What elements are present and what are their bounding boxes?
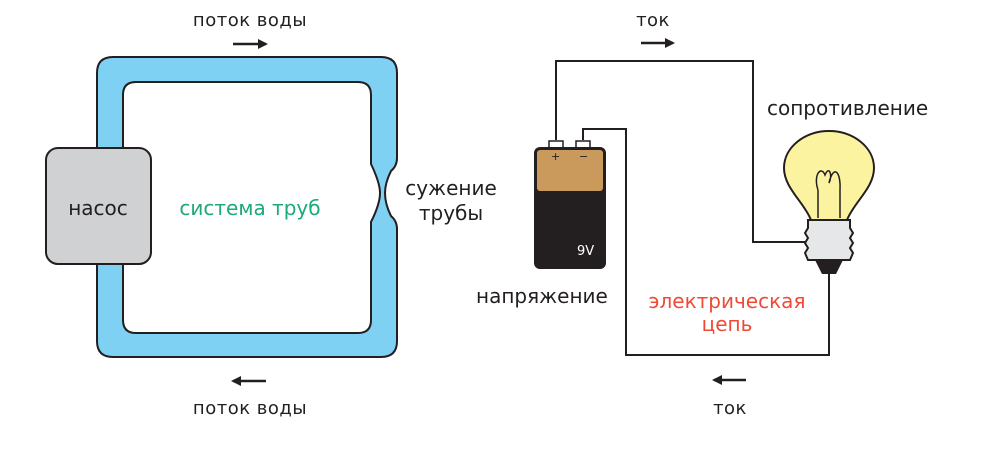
bulb-filament <box>815 170 841 218</box>
narrowing-label-line1: сужение <box>405 176 497 200</box>
circuit-label-line2: цепь <box>701 312 753 336</box>
narrowing-label-line2: трубы <box>418 201 484 225</box>
voltage-label: напряжение <box>476 284 608 308</box>
wire-plus <box>555 60 810 243</box>
battery-minus-sign: − <box>579 150 589 163</box>
battery <box>534 140 606 269</box>
battery-terminal-plus <box>548 140 564 149</box>
pipe-system-label: система труб <box>179 196 321 220</box>
bulb-base <box>803 219 855 261</box>
resistance-label: сопротивление <box>767 96 929 120</box>
battery-top-band <box>537 150 603 191</box>
battery-terminal-minus <box>575 140 591 149</box>
current-label-bottom: ток <box>713 398 747 419</box>
pipe-inner <box>122 81 382 334</box>
light-bulb <box>782 129 876 274</box>
flow-label-top: поток воды <box>192 10 308 31</box>
bulb-glass <box>782 129 876 221</box>
bulb-contact <box>815 260 843 274</box>
pump-box <box>45 147 152 265</box>
battery-plus-sign: + <box>551 150 561 163</box>
current-label-top: ток <box>636 10 670 31</box>
wire-minus <box>582 128 830 356</box>
circuit-label-line1: электрическая <box>648 289 806 313</box>
flow-label-bottom: поток воды <box>192 398 308 419</box>
battery-voltage-label: 9V <box>577 244 595 259</box>
pump-label: насос <box>68 196 128 220</box>
